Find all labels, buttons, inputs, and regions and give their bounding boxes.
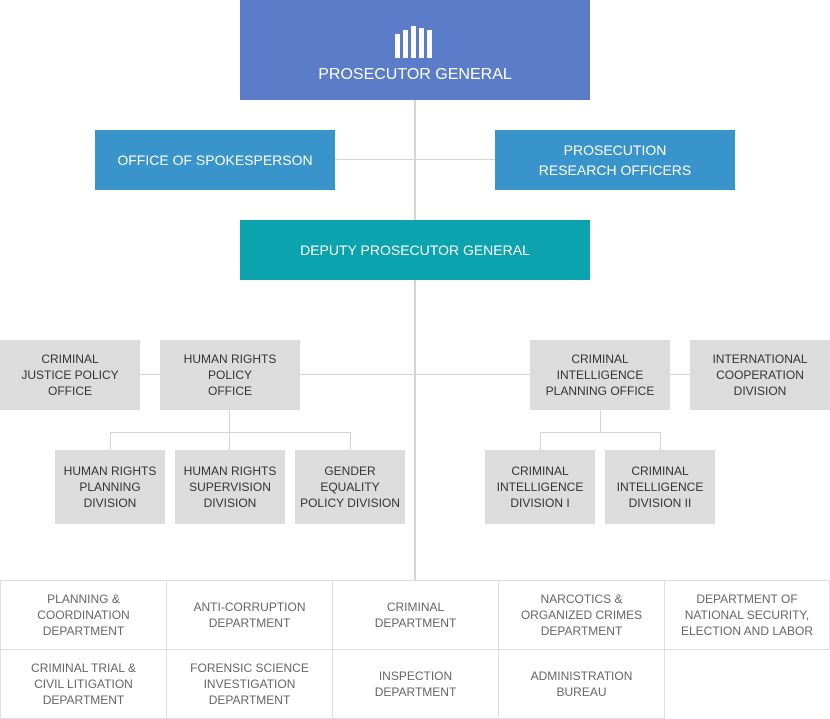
criminal-intelligence-division-2-label: CRIMINAL INTELLIGENCE DIVISION II <box>616 464 704 510</box>
connector-main-trunk <box>414 100 416 580</box>
department-label: FORENSIC SCIENCE INVESTIGATION DEPARTMEN… <box>190 661 309 707</box>
connector-ci-down <box>600 410 601 432</box>
department-cell[interactable]: ANTI-CORRUPTION DEPARTMENT <box>166 580 333 650</box>
criminal-justice-policy-office-box[interactable]: CRIMINAL JUSTICE POLICY OFFICE <box>0 340 140 410</box>
criminal-intelligence-division-1-box[interactable]: CRIMINAL INTELLIGENCE DIVISION I <box>485 450 595 524</box>
connector-ci-drop-2 <box>660 432 661 450</box>
department-label: NARCOTICS & ORGANIZED CRIMES DEPARTMENT <box>520 592 643 638</box>
spokesperson-office-label: OFFICE OF SPOKESPERSON <box>117 152 313 168</box>
research-officers-box[interactable]: PROSECUTION RESEARCH OFFICERS <box>495 130 735 190</box>
criminal-intelligence-planning-office-label: CRIMINAL INTELLIGENCE PLANNING OFFICE <box>545 352 655 398</box>
connector-staff <box>335 159 495 160</box>
department-label: CRIMINAL DEPARTMENT <box>374 600 457 630</box>
department-label: ANTI-CORRUPTION DEPARTMENT <box>193 600 306 630</box>
department-cell[interactable]: ADMINISTRATION BUREAU <box>498 649 665 719</box>
spokesperson-office-box[interactable]: OFFICE OF SPOKESPERSON <box>95 130 335 190</box>
department-label: INSPECTION DEPARTMENT <box>374 669 457 699</box>
department-label: ADMINISTRATION BUREAU <box>530 669 633 699</box>
connector-hr-drop-1 <box>110 432 111 450</box>
connector-hr-down <box>229 410 230 432</box>
department-cell[interactable]: INSPECTION DEPARTMENT <box>332 649 499 719</box>
gender-equality-policy-division-box[interactable]: GENDER EQUALITY POLICY DIVISION <box>295 450 405 524</box>
connector-offices-mid <box>300 374 530 375</box>
prosecutor-general-label: PROSECUTOR GENERAL <box>318 66 512 83</box>
department-cell[interactable]: DEPARTMENT OF NATIONAL SECURITY, ELECTIO… <box>664 580 830 650</box>
department-cell[interactable]: CRIMINAL TRIAL & CIVIL LITIGATION DEPART… <box>0 649 167 719</box>
connector-hr-bar <box>110 432 351 433</box>
connector-offices-left <box>140 374 160 375</box>
criminal-intelligence-planning-office-box[interactable]: CRIMINAL INTELLIGENCE PLANNING OFFICE <box>530 340 670 410</box>
criminal-intelligence-division-1-label: CRIMINAL INTELLIGENCE DIVISION I <box>496 464 584 510</box>
department-label: PLANNING & COORDINATION DEPARTMENT <box>37 592 130 638</box>
hr-planning-division-box[interactable]: HUMAN RIGHTS PLANNING DIVISION <box>55 450 165 524</box>
connector-ci-bar <box>540 432 661 433</box>
prosecution-logo-icon <box>395 26 432 58</box>
department-cell[interactable]: CRIMINAL DEPARTMENT <box>332 580 499 650</box>
hr-planning-division-label: HUMAN RIGHTS PLANNING DIVISION <box>63 464 157 510</box>
connector-offices-right <box>670 374 690 375</box>
hr-supervision-division-box[interactable]: HUMAN RIGHTS SUPERVISION DIVISION <box>175 450 285 524</box>
international-cooperation-division-box[interactable]: INTERNATIONAL COOPERATION DIVISION <box>690 340 830 410</box>
department-cell[interactable]: FORENSIC SCIENCE INVESTIGATION DEPARTMEN… <box>166 649 333 719</box>
connector-ci-drop-1 <box>540 432 541 450</box>
connector-hr-drop-2 <box>229 432 230 450</box>
criminal-justice-policy-office-label: CRIMINAL JUSTICE POLICY OFFICE <box>21 352 119 398</box>
human-rights-policy-office-label: HUMAN RIGHTS POLICY OFFICE <box>183 352 277 398</box>
connector-hr-drop-3 <box>350 432 351 450</box>
research-officers-label: PROSECUTION RESEARCH OFFICERS <box>538 142 692 178</box>
hr-supervision-division-label: HUMAN RIGHTS SUPERVISION DIVISION <box>183 464 277 510</box>
human-rights-policy-office-box[interactable]: HUMAN RIGHTS POLICY OFFICE <box>160 340 300 410</box>
department-label: CRIMINAL TRIAL & CIVIL LITIGATION DEPART… <box>31 661 136 707</box>
criminal-intelligence-division-2-box[interactable]: CRIMINAL INTELLIGENCE DIVISION II <box>605 450 715 524</box>
department-cell[interactable]: NARCOTICS & ORGANIZED CRIMES DEPARTMENT <box>498 580 665 650</box>
department-label: DEPARTMENT OF NATIONAL SECURITY, ELECTIO… <box>680 592 814 638</box>
international-cooperation-division-label: INTERNATIONAL COOPERATION DIVISION <box>712 352 808 398</box>
department-cell[interactable]: PLANNING & COORDINATION DEPARTMENT <box>0 580 167 650</box>
prosecutor-general-box[interactable]: PROSECUTOR GENERAL <box>240 0 590 100</box>
gender-equality-policy-division-label: GENDER EQUALITY POLICY DIVISION <box>300 464 400 510</box>
deputy-prosecutor-general-box[interactable]: DEPUTY PROSECUTOR GENERAL <box>240 220 590 280</box>
deputy-prosecutor-general-label: DEPUTY PROSECUTOR GENERAL <box>300 242 530 258</box>
